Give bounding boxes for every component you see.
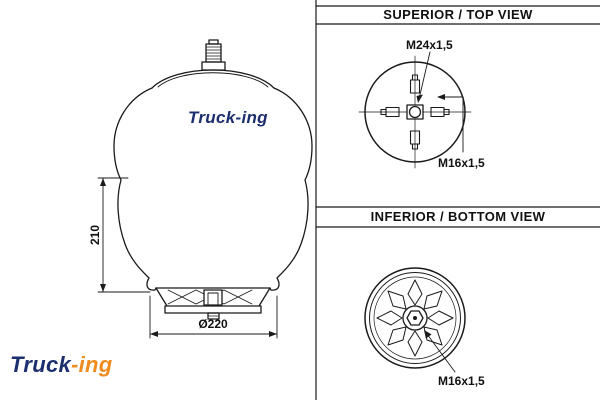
top-stud bbox=[201, 39, 226, 71]
bottom-view-outer-circle bbox=[364, 267, 466, 369]
top-view-drawing bbox=[358, 51, 472, 169]
bottom-view-leader bbox=[424, 330, 456, 373]
top-view-leaders bbox=[416, 51, 464, 153]
bottom-view-title: INFERIOR / BOTTOM VIEW bbox=[370, 209, 546, 224]
diameter-dimension-label: Ø220 bbox=[198, 317, 228, 331]
top-view-title: SUPERIOR / TOP VIEW bbox=[383, 7, 533, 22]
height-dimension-label: 210 bbox=[88, 224, 102, 246]
brand-logo-on-bellow: Truck-ing bbox=[188, 108, 268, 128]
petal-star-pattern bbox=[376, 279, 454, 357]
brand-logo-ing-text: -ing bbox=[235, 108, 268, 127]
side-view-drawing bbox=[97, 39, 313, 339]
label-m24-thread: M24x1,5 bbox=[406, 38, 453, 52]
air-spring-bellow-outline bbox=[113, 87, 313, 291]
brand-logo-truck-text: Truck bbox=[188, 108, 236, 127]
brand-logo-footer: Truck-ing bbox=[10, 352, 113, 378]
piston-base bbox=[155, 287, 271, 320]
diameter-dimension bbox=[149, 295, 278, 339]
label-m16-thread-top-view: M16x1,5 bbox=[438, 156, 485, 170]
height-dimension bbox=[97, 177, 151, 293]
bottom-view-drawing bbox=[364, 267, 466, 373]
center-bolt bbox=[406, 104, 424, 120]
footer-logo-truck-text: Truck bbox=[10, 352, 72, 377]
panel-dividers bbox=[315, 0, 600, 400]
top-plate bbox=[151, 69, 275, 89]
footer-logo-ing-text: -ing bbox=[71, 352, 113, 377]
stud-bolts-cross bbox=[380, 74, 450, 150]
center-hex-bolt bbox=[402, 305, 428, 331]
label-m16-thread-bottom-view: M16x1,5 bbox=[438, 374, 485, 388]
